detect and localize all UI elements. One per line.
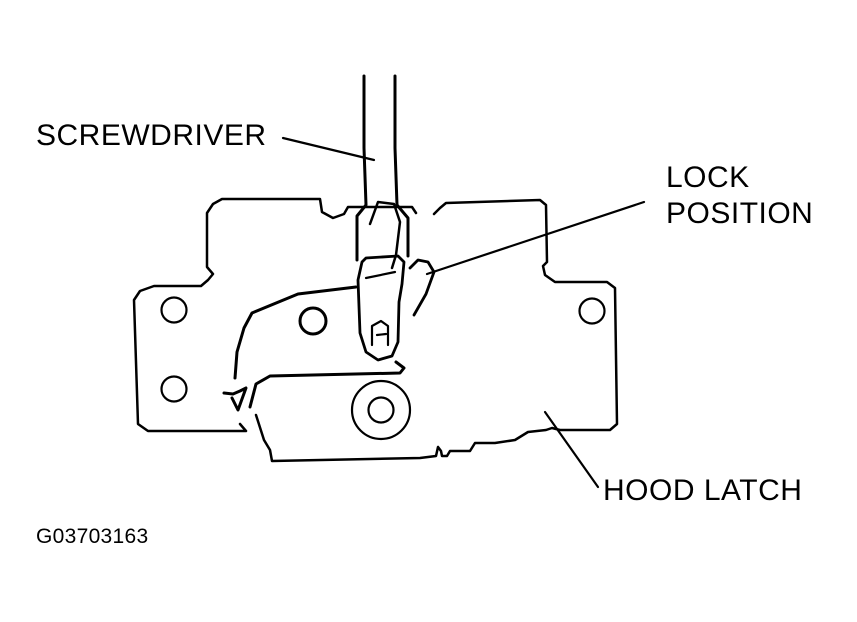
lock-spring-clip (408, 258, 436, 317)
hood-latch-label: HOOD LATCH (603, 474, 803, 507)
lower-bracket-line (248, 360, 406, 409)
leader-lock-position (425, 200, 646, 276)
lock-lever (356, 254, 406, 362)
inner-bracket-hook (222, 386, 248, 412)
leader-screwdriver (281, 136, 376, 162)
mount-hole-right (578, 297, 606, 325)
lock-lever-notch (364, 270, 397, 280)
lock-lever-slot (370, 319, 390, 347)
center-bolt-outer (350, 379, 412, 441)
screwdriver-label: SCREWDRIVER (36, 119, 267, 152)
figure-code: G03703163 (36, 525, 149, 548)
lock-position-label: LOCK POSITION (666, 160, 813, 232)
lock-position-label-line2: POSITION (666, 197, 814, 230)
leader-hood-latch (543, 410, 600, 489)
pivot-hole (298, 306, 328, 336)
lock-position-label-line1: LOCK (666, 161, 750, 194)
mount-hole-upper-left (160, 296, 188, 324)
inner-bracket-line (233, 285, 358, 380)
screwdriver-shaft (355, 74, 368, 262)
mount-hole-lower-left (160, 375, 188, 403)
latch-body-outline (132, 197, 619, 463)
screwdriver-shaft-right (393, 74, 410, 258)
center-bolt-inner (367, 396, 395, 424)
